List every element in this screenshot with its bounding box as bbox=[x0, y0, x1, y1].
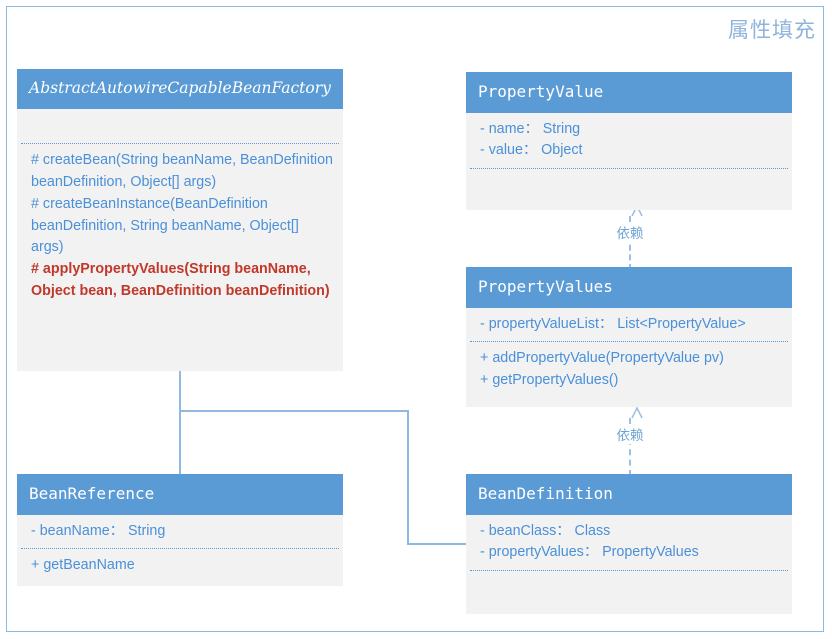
method-create-bean: # createBean(String beanName, BeanDefini… bbox=[31, 151, 337, 190]
attributes-compartment-property-value: - name： String - value： Object bbox=[466, 113, 792, 169]
connector-horizontal-top bbox=[179, 410, 408, 412]
connector-factory-stem bbox=[179, 371, 181, 411]
methods-compartment-bean-reference: + getBeanName bbox=[17, 549, 343, 583]
class-box-bean-definition[interactable]: BeanDefinition - beanClass： Class - prop… bbox=[466, 474, 792, 614]
class-box-property-values[interactable]: PropertyValues - propertyValueList： List… bbox=[466, 267, 792, 407]
method-create-bean-instance: # createBeanInstance(BeanDefinition bean… bbox=[31, 195, 303, 256]
methods-compartment-abstract-factory: # createBean(String beanName, BeanDefini… bbox=[17, 144, 343, 309]
class-title-property-value: PropertyValue bbox=[466, 72, 792, 113]
connector-to-bean-definition bbox=[407, 543, 467, 545]
connector-right-vertical bbox=[407, 410, 409, 544]
attribute-bean-name: - beanName： String bbox=[31, 522, 166, 539]
attribute-property-values: - propertyValues： PropertyValues bbox=[480, 544, 699, 561]
method-apply-property-values: # applyPropertyValues(String beanName, O… bbox=[31, 261, 330, 300]
class-title-property-values: PropertyValues bbox=[466, 267, 792, 308]
diagram-frame bbox=[6, 6, 824, 632]
methods-compartment-property-values: + addPropertyValue(PropertyValue pv) + g… bbox=[466, 342, 792, 398]
attributes-compartment-bean-reference: - beanName： String bbox=[17, 515, 343, 549]
attribute-name: - name： String bbox=[480, 120, 581, 137]
compartment-separator bbox=[470, 570, 788, 572]
compartment-separator bbox=[470, 168, 788, 170]
dependency-line bbox=[629, 418, 631, 476]
method-add-property-value: + addPropertyValue(PropertyValue pv) bbox=[480, 350, 724, 367]
class-box-bean-reference[interactable]: BeanReference - beanName： String + getBe… bbox=[17, 474, 343, 586]
dependency-label: 依赖 bbox=[614, 222, 646, 242]
compartment-separator bbox=[21, 142, 339, 144]
method-get-property-values: + getPropertyValues() bbox=[480, 372, 619, 389]
attributes-compartment-abstract-factory bbox=[17, 109, 343, 143]
compartment-separator bbox=[470, 341, 788, 343]
class-title-abstract-autowire-capable-bean-factory: AbstractAutowireCapableBeanFactory bbox=[17, 69, 343, 109]
diagram-title: 属性填充 bbox=[728, 19, 816, 42]
methods-compartment-bean-definition bbox=[466, 571, 792, 611]
dependency-bean-definition-to-property-values: 依赖 bbox=[600, 407, 660, 476]
class-title-bean-definition: BeanDefinition bbox=[466, 474, 792, 515]
dependency-label: 依赖 bbox=[614, 424, 646, 444]
connector-to-bean-reference bbox=[179, 410, 181, 475]
methods-compartment-property-value bbox=[466, 169, 792, 197]
dependency-line bbox=[629, 216, 631, 270]
attributes-compartment-property-values: - propertyValueList： List<PropertyValue> bbox=[466, 308, 792, 342]
attribute-value: - value： Object bbox=[480, 142, 583, 159]
class-box-abstract-autowire-capable-bean-factory[interactable]: AbstractAutowireCapableBeanFactory # cre… bbox=[17, 69, 343, 371]
class-box-property-value[interactable]: PropertyValue - name： String - value： Ob… bbox=[466, 72, 792, 210]
attribute-bean-class: - beanClass： Class bbox=[480, 522, 611, 539]
dependency-arrowhead-icon bbox=[624, 407, 643, 419]
attribute-property-value-list: - propertyValueList： List<PropertyValue> bbox=[480, 315, 746, 332]
method-get-bean-name: + getBeanName bbox=[31, 557, 135, 574]
compartment-separator bbox=[21, 548, 339, 550]
attributes-compartment-bean-definition: - beanClass： Class - propertyValues： Pro… bbox=[466, 515, 792, 571]
dependency-property-values-to-property-value: 依赖 bbox=[600, 205, 660, 270]
class-title-bean-reference: BeanReference bbox=[17, 474, 343, 515]
